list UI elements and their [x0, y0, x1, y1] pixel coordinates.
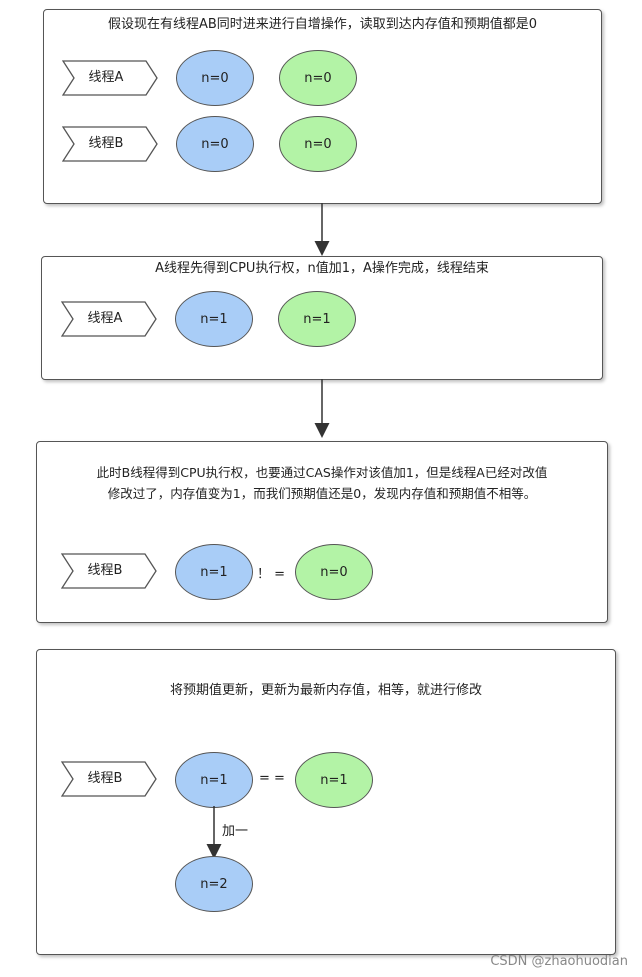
result-value: n=2 — [175, 856, 253, 912]
step3-description-line1: 此时B线程得到CPU执行权，也要通过CAS操作对该值加1，但是线程A已经对改值 — [96, 465, 548, 480]
increment-label: 加一 — [222, 824, 249, 839]
step1-description: 假设现在有线程AB同时进来进行自增操作，读取到达内存值和预期值都是0 — [107, 17, 538, 32]
thread-b-label: 线程B — [62, 126, 158, 162]
step4-panel: 将预期值更新，更新为最新内存值，相等，就进行修改 线程B n=1 = = n=1… — [36, 649, 616, 955]
thread-arrow-shape — [62, 126, 158, 162]
expected-value: n=1 — [278, 291, 356, 347]
expected-value: n=0 — [279, 116, 357, 172]
thread-a-label: 线程A — [62, 60, 158, 96]
thread-arrow-shape — [61, 553, 157, 589]
step4-description: 将预期值更新，更新为最新内存值，相等，就进行修改 — [169, 683, 482, 698]
step3-panel: 此时B线程得到CPU执行权，也要通过CAS操作对该值加1，但是线程A已经对改值 … — [36, 441, 608, 623]
expected-value: n=1 — [295, 752, 373, 808]
memory-value: n=1 — [175, 752, 253, 808]
step2-panel: A线程先得到CPU执行权，n值加1，A操作完成，线程结束 线程A n=1 n=1 — [41, 256, 603, 380]
watermark: CSDN @zhaohuodian — [490, 954, 628, 969]
thread-arrow-shape — [62, 60, 158, 96]
step3-description-line2: 修改过了，内存值变为1，而我们预期值还是0，发现内存值和预期值不相等。 — [107, 486, 537, 501]
memory-value: n=1 — [175, 291, 253, 347]
increment-arrow — [206, 806, 222, 859]
thread-a-label: 线程A — [61, 301, 157, 337]
flow-arrow — [314, 203, 330, 256]
expected-value: n=0 — [279, 50, 357, 106]
flow-arrow — [314, 379, 330, 438]
memory-value: n=1 — [175, 544, 253, 600]
thread-arrow-shape — [61, 301, 157, 337]
memory-value: n=0 — [176, 50, 254, 106]
equal-operator: = = — [259, 771, 285, 786]
thread-b-label: 线程B — [61, 553, 157, 589]
memory-value: n=0 — [176, 116, 254, 172]
expected-value: n=0 — [295, 544, 373, 600]
step2-description: A线程先得到CPU执行权，n值加1，A操作完成，线程结束 — [155, 261, 489, 276]
thread-b-label: 线程B — [61, 761, 157, 797]
not-equal-operator: ！ = — [257, 567, 286, 582]
thread-arrow-shape — [61, 761, 157, 797]
step1-panel: 假设现在有线程AB同时进来进行自增操作，读取到达内存值和预期值都是0 线程A n… — [43, 9, 602, 204]
